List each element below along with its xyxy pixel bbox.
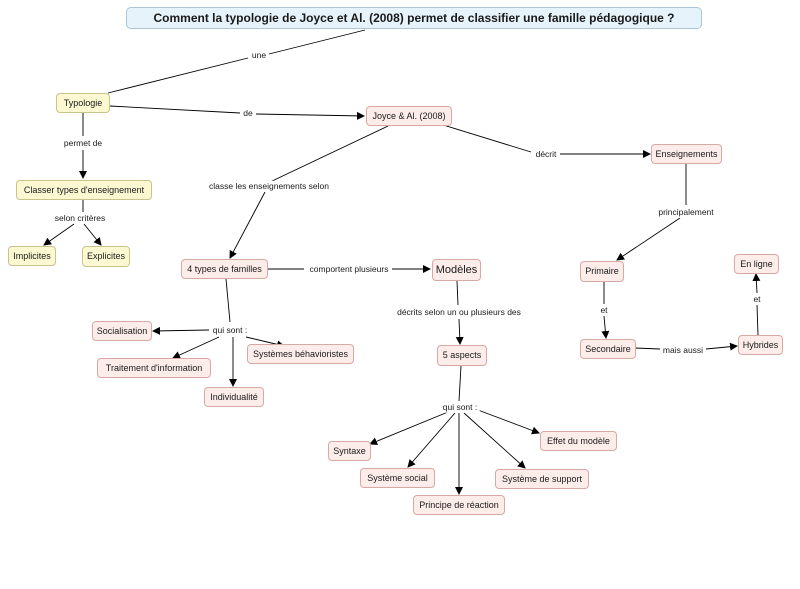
concept-enseignements: Enseignements — [651, 144, 722, 164]
connector-criteres-explicites — [83, 223, 102, 246]
connector-principalement-primaire — [616, 217, 681, 261]
concept-hybrides: Hybrides — [738, 335, 783, 355]
connector-criteres-implicites — [43, 223, 75, 246]
connector-joyce-classe — [269, 125, 389, 183]
connector-une-typologie — [107, 57, 249, 94]
concept-systemes-behavioristes: Systèmes béhavioristes — [247, 344, 354, 364]
connector-4types-quisont — [225, 278, 231, 323]
concept-socialisation: Socialisation — [92, 321, 152, 341]
concept-secondaire: Secondaire — [580, 339, 636, 359]
connector-secondaire-maisaussi — [634, 347, 661, 350]
connector-quisont-systemesocial — [407, 412, 456, 468]
connector-hybrides-et — [756, 304, 759, 336]
connector-joyce-decrit — [439, 123, 532, 153]
concept-traitement-information: Traitement d'information — [97, 358, 211, 378]
link-label-decrits-selon: décrits selon un ou plusieurs des — [395, 306, 523, 318]
connector-decrits-5aspects — [455, 318, 464, 345]
connector-de-joyce — [255, 111, 365, 120]
connector-quisont-effet — [477, 409, 540, 435]
connector-maisaussi-hybrides — [705, 342, 738, 351]
link-label-permet-de: permet de — [61, 137, 105, 149]
concept-effet-modele: Effet du modèle — [540, 431, 617, 451]
connector-quisont-syntaxe — [369, 411, 449, 446]
map-title: Comment la typologie de Joyce et Al. (20… — [126, 7, 702, 29]
link-label-qui-sont-aspects: qui sont : — [440, 401, 480, 413]
concept-4-types-familles: 4 types de familles — [181, 259, 268, 279]
concept-en-ligne: En ligne — [734, 254, 779, 274]
concept-syntaxe: Syntaxe — [328, 441, 371, 461]
link-label-mais-aussi: mais aussi — [660, 344, 706, 356]
connector-quisont-support — [463, 412, 526, 469]
concept-systeme-social: Système social — [360, 468, 435, 488]
concept-implicites: Implicites — [8, 246, 56, 266]
link-label-principalement: principalement — [656, 206, 716, 218]
connector-title-une — [268, 29, 366, 55]
link-label-decrit: décrit — [533, 148, 559, 160]
link-label-de: de — [241, 107, 255, 119]
connector-typologie-de — [109, 105, 241, 114]
concept-classer-types: Classer types d'enseignement — [16, 180, 152, 200]
link-label-qui-sont-familles: qui sont : — [210, 324, 250, 336]
concept-5-aspects: 5 aspects — [437, 345, 487, 366]
concept-joyce: Joyce & Al. (2008) — [366, 106, 452, 126]
connector-quisont-socialisation — [152, 326, 210, 335]
connector-et-enligne — [752, 273, 761, 294]
concept-principe-reaction: Principe de réaction — [413, 495, 505, 515]
link-label-selon-criteres: selon critères — [52, 212, 108, 224]
concept-systeme-support: Système de support — [495, 469, 589, 489]
link-label-une: une — [249, 49, 269, 61]
link-label-et-hybrides-enligne: et — [751, 293, 763, 305]
connector-modeles-decrits — [456, 280, 459, 306]
connector-classe-4types — [229, 191, 266, 259]
concept-explicites: Explicites — [82, 246, 130, 267]
connector-5aspects-quisont — [458, 365, 462, 402]
connector-et-secondaire — [601, 315, 610, 339]
link-label-et-primaire-secondaire: et — [598, 304, 610, 316]
concept-primaire: Primaire — [580, 261, 624, 282]
link-label-classe-selon: classe les enseignements selon — [206, 180, 332, 192]
concept-individualite: Individualité — [204, 387, 264, 407]
link-label-comportent: comportent plusieurs — [307, 263, 391, 275]
concept-modeles: Modèles — [432, 259, 481, 281]
concept-typologie: Typologie — [56, 93, 110, 113]
connector-quisont-traitement — [172, 336, 220, 359]
